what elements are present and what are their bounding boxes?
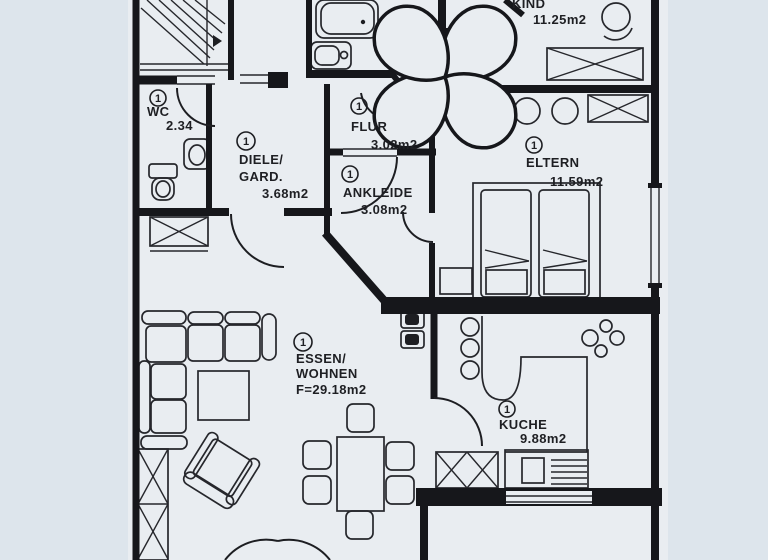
flur-door-rosette	[372, 4, 518, 150]
hob-burner-icon	[460, 338, 480, 358]
sink-icon	[521, 457, 545, 484]
room-area: F=29.18m2	[296, 382, 366, 397]
label-wohnen: 1 ESSEN/ WOHNEN F=29.18m2	[293, 332, 366, 397]
room-area: 3.02m2	[371, 137, 418, 152]
chair-icon	[551, 97, 579, 125]
room-name: ESSEN/	[296, 351, 346, 366]
kind-wardrobe-icon	[546, 47, 644, 81]
room-number: 1	[155, 93, 161, 105]
label-flur: 1 FLUR 3.02m2	[350, 97, 418, 152]
label-kueche: 1 KUCHE 9.88m2	[498, 400, 567, 446]
room-area: 11.59m2	[550, 174, 603, 189]
room-name: WOHNEN	[296, 366, 358, 381]
bathtub-drain	[360, 19, 366, 25]
balcony-door-swings	[224, 538, 331, 560]
room-name: FLUR	[351, 119, 387, 134]
kitchen-door-arc	[433, 397, 483, 447]
room-number: 1	[531, 140, 537, 152]
room-area: 2.34	[166, 118, 193, 133]
dining-set	[302, 403, 415, 540]
kitchen-window	[506, 491, 592, 504]
decor-circles	[581, 319, 625, 358]
label-ankleide: 1 ANKLEIDE 3.08m2	[341, 165, 413, 217]
kind-furniture	[546, 2, 644, 81]
ankleide-door-arc	[340, 156, 398, 214]
room-number: 1	[243, 136, 249, 148]
diele-wardrobe	[149, 216, 209, 252]
kitchen-counter-icon	[481, 316, 588, 453]
staircase	[140, 0, 228, 71]
stove-icon	[551, 459, 587, 485]
label-eltern: 1 ELTERN 11.59m2	[525, 136, 603, 189]
room-name: KUCHE	[499, 417, 547, 432]
bathtub-icon	[315, 0, 379, 39]
room-area: 3.68m2	[262, 186, 309, 201]
shelf-unit	[137, 448, 169, 560]
room-name: ANKLEIDE	[343, 185, 413, 200]
room-number: 1	[356, 101, 362, 113]
door-swings	[176, 87, 483, 447]
armchair-icon	[182, 431, 261, 510]
wc-door-arc	[176, 87, 216, 127]
stair-direction-arrow-icon	[213, 35, 222, 47]
eltern-wardrobe-icon	[587, 94, 649, 123]
room-name: GARD.	[239, 169, 283, 184]
label-kind: KIND 11.25m2	[512, 0, 586, 27]
room-name: KIND	[512, 0, 545, 11]
hob-burner-icon	[460, 317, 480, 337]
room-name: ELTERN	[526, 155, 579, 170]
room-number: 1	[347, 169, 353, 181]
coffee-table-icon	[197, 370, 250, 421]
room-name: WC	[147, 104, 170, 119]
swivel-chair-icon	[601, 2, 631, 32]
room-area: 9.88m2	[520, 431, 567, 446]
eltern-door-arc	[402, 211, 434, 243]
room-area: 11.25m2	[533, 12, 586, 27]
room-number: 1	[504, 404, 510, 416]
room-name: DIELE/	[239, 152, 283, 167]
hob-burner-icon	[460, 360, 480, 380]
eltern-window	[648, 183, 662, 288]
room-area: 3.08m2	[361, 202, 408, 217]
diele-door-arc	[230, 213, 285, 268]
nightstand-icon	[439, 267, 473, 295]
room-number: 1	[300, 337, 306, 349]
label-wc: 1 WC 2.34	[147, 89, 193, 133]
label-diele: 1 DIELE/ GARD. 3.68m2	[236, 131, 309, 201]
